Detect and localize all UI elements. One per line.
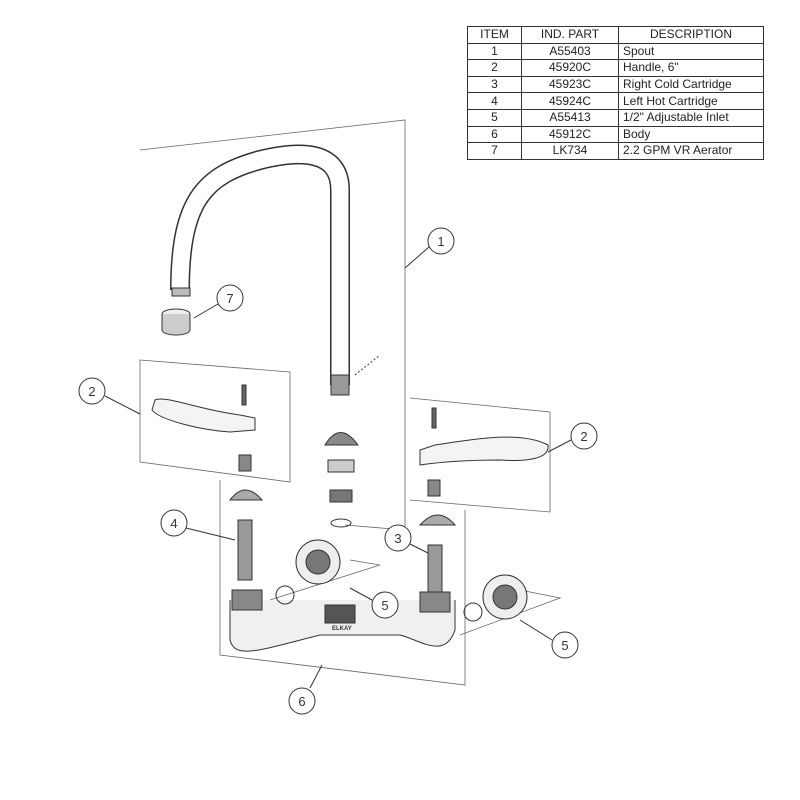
body-outline [219,480,466,686]
svg-text:6: 6 [298,694,305,709]
part-cell: LK734 [521,142,619,160]
aerator [161,308,191,336]
left-handle-outline [139,359,291,483]
body-logo: ELKAY [332,626,352,632]
description-cell: Handle, 6" [618,59,764,77]
svg-text:1: 1 [437,234,444,249]
left-handle [151,384,264,581]
leader-lines [104,246,572,689]
right-handle [418,407,549,606]
svg-text:4: 4 [170,516,177,531]
description-cell: 2.2 GPM VR Aerator [618,142,764,160]
left-inlet [275,539,341,605]
group-outlines [139,119,562,686]
right-handle-outline [409,397,551,513]
callout-4: 4 [160,509,188,537]
svg-text:2: 2 [580,429,587,444]
callout-1: 1 [427,227,455,255]
spout [170,144,381,396]
callout-5-right: 5 [551,631,579,659]
callouts: 1 7 2 2 4 3 5 5 6 [78,227,598,715]
svg-text:7: 7 [226,291,233,306]
left-inlet-outline [269,559,381,601]
spout-fittings [324,432,359,528]
description-cell: 1/2" Adjustable Inlet [618,108,764,127]
right-inlet-outline [459,589,562,636]
right-inlet [463,574,528,622]
svg-text:2: 2 [88,384,95,399]
callout-6: 6 [288,687,316,715]
faucet-body: ELKAY [229,589,456,652]
part-cell: 45912C [521,125,619,144]
callout-2-right: 2 [570,422,598,450]
svg-text:3: 3 [394,531,401,546]
callout-5-left: 5 [371,591,399,619]
spout-outline [139,119,406,531]
callout-7: 7 [216,284,244,312]
svg-text:5: 5 [381,598,388,613]
callout-2-left: 2 [78,377,106,405]
callout-3: 3 [384,524,412,552]
svg-text:5: 5 [561,638,568,653]
description-cell: Left Hot Cartridge [618,92,764,110]
